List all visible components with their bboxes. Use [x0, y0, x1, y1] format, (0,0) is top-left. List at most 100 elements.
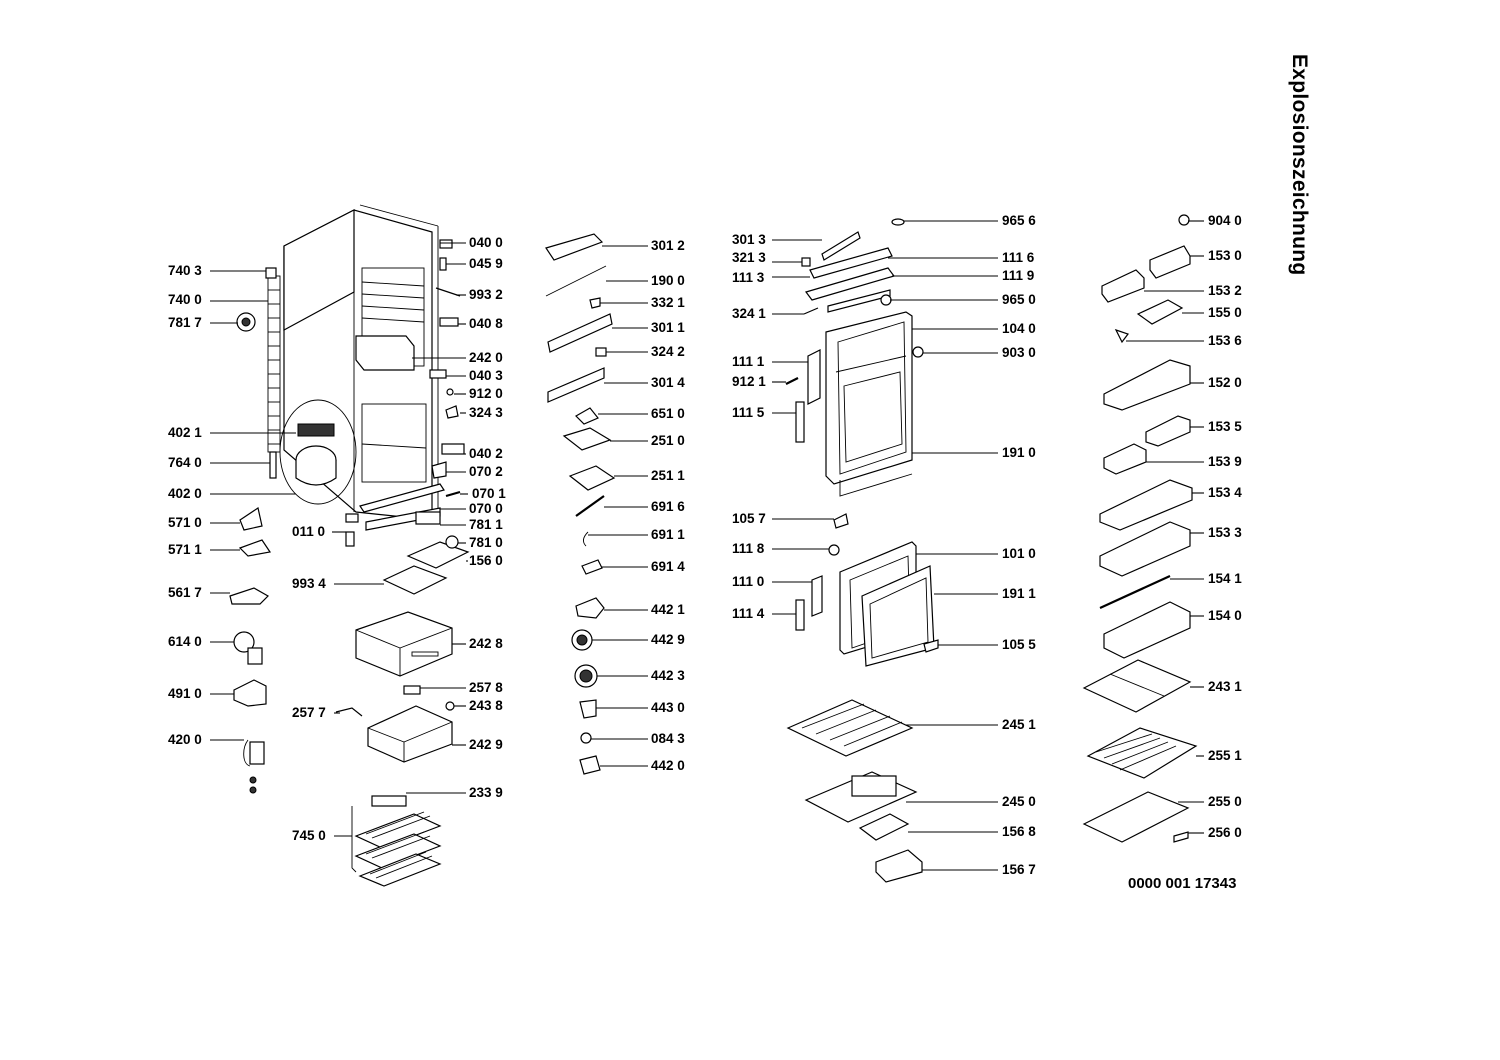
part-number-label: 781 7	[168, 315, 202, 330]
part-number-label: 781 0	[469, 535, 503, 550]
part-number-label: 332 1	[651, 295, 685, 310]
part-number-label: 903 0	[1002, 345, 1036, 360]
part-number-label: 301 1	[651, 320, 685, 335]
part-number-label: 111 1	[732, 354, 765, 369]
part-number-label: 153 0	[1208, 248, 1242, 263]
part-number-label: 257 7	[292, 705, 326, 720]
door-shelves-drawing	[1082, 214, 1198, 843]
part-number-label: 242 8	[469, 636, 503, 651]
part-number-label: 156 7	[1002, 862, 1036, 877]
part-number-label: 691 1	[651, 527, 685, 542]
part-number-label: 111 3	[732, 270, 765, 285]
part-number-label: 993 2	[469, 287, 503, 302]
part-number-label: 965 6	[1002, 213, 1036, 228]
part-number-label: 257 8	[469, 680, 503, 695]
part-number-label: 105 7	[732, 511, 766, 526]
part-number-label: 152 0	[1208, 375, 1242, 390]
part-number-label: 251 0	[651, 433, 685, 448]
part-number-label: 256 0	[1208, 825, 1242, 840]
part-number-label: 301 4	[651, 375, 685, 390]
controls-drawing	[545, 233, 616, 775]
page-title: Explosionszeichnung	[1288, 54, 1311, 276]
part-number-label: 324 2	[651, 344, 685, 359]
part-number-label: 111 4	[732, 606, 765, 621]
part-number-label: 442 9	[651, 632, 685, 647]
part-number-label: 243 8	[469, 698, 503, 713]
part-number-label: 242 0	[469, 350, 503, 365]
part-number-label: 745 0	[292, 828, 326, 843]
part-number-label: 420 0	[168, 732, 202, 747]
part-number-label: 070 2	[469, 464, 503, 479]
part-number-label: 764 0	[168, 455, 202, 470]
part-number-label: 233 9	[469, 785, 503, 800]
part-number-label: 691 6	[651, 499, 685, 514]
part-number-label: 321 3	[732, 250, 766, 265]
part-number-label: 155 0	[1208, 305, 1242, 320]
part-number-label: 040 2	[469, 446, 503, 461]
part-number-label: 691 4	[651, 559, 685, 574]
part-number-label: 245 1	[1002, 717, 1036, 732]
part-number-label: 070 1	[472, 486, 506, 501]
part-number-label: 111 8	[732, 541, 765, 556]
part-number-label: 781 1	[469, 517, 503, 532]
part-number-label: 965 0	[1002, 292, 1036, 307]
part-number-label: 070 0	[469, 501, 503, 516]
part-number-label: 242 9	[469, 737, 503, 752]
part-number-label: 442 3	[651, 668, 685, 683]
part-number-label: 101 0	[1002, 546, 1036, 561]
part-number-label: 084 3	[651, 731, 685, 746]
document-number: 0000 001 17343	[1128, 875, 1237, 892]
part-number-label: 154 0	[1208, 608, 1242, 623]
part-number-label: 045 9	[469, 256, 503, 271]
part-number-label: 245 0	[1002, 794, 1036, 809]
part-number-label: 324 3	[469, 405, 503, 420]
part-number-label: 651 0	[651, 406, 685, 421]
part-number-label: 153 6	[1208, 333, 1242, 348]
part-number-label: 561 7	[168, 585, 202, 600]
part-number-label: 153 3	[1208, 525, 1242, 540]
doors-drawing	[785, 218, 939, 883]
part-number-label: 156 8	[1002, 824, 1036, 839]
part-number-label: 111 0	[732, 574, 764, 589]
part-number-label: 104 0	[1002, 321, 1036, 336]
part-number-label: 255 1	[1208, 748, 1242, 763]
part-number-label: 153 5	[1208, 419, 1242, 434]
part-number-label: 740 3	[168, 263, 202, 278]
part-number-label: 156 0	[469, 553, 503, 568]
part-number-label: 904 0	[1208, 213, 1242, 228]
part-number-label: 040 8	[469, 316, 503, 331]
part-number-label: 153 9	[1208, 454, 1242, 469]
part-number-label: 571 0	[168, 515, 202, 530]
part-number-label: 402 1	[168, 425, 202, 440]
part-number-label: 111 5	[732, 405, 765, 420]
part-number-label: 191 1	[1002, 586, 1036, 601]
cabinet-drawing	[229, 204, 470, 887]
part-number-label: 443 0	[651, 700, 685, 715]
part-number-label: 040 3	[469, 368, 503, 383]
part-number-label: 442 1	[651, 602, 685, 617]
part-number-label: 301 3	[732, 232, 766, 247]
part-number-label: 251 1	[651, 468, 685, 483]
part-number-label: 993 4	[292, 576, 326, 591]
part-number-label: 442 0	[651, 758, 685, 773]
part-number-label: 402 0	[168, 486, 202, 501]
part-number-label: 243 1	[1208, 679, 1242, 694]
part-number-label: 154 1	[1208, 571, 1242, 586]
part-number-label: 191 0	[1002, 445, 1036, 460]
part-number-label: 111 9	[1002, 268, 1034, 283]
part-number-label: 740 0	[168, 292, 202, 307]
part-number-label: 105 5	[1002, 637, 1036, 652]
part-number-label: 301 2	[651, 238, 685, 253]
part-number-label: 011 0	[292, 524, 325, 539]
part-number-label: 912 1	[732, 374, 766, 389]
part-number-label: 912 0	[469, 386, 503, 401]
part-number-label: 111 6	[1002, 250, 1035, 265]
part-number-label: 190 0	[651, 273, 685, 288]
part-number-label: 040 0	[469, 235, 503, 250]
part-number-label: 491 0	[168, 686, 202, 701]
part-number-label: 324 1	[732, 306, 766, 321]
part-number-label: 255 0	[1208, 794, 1242, 809]
callouts: 040 0 045 9 740 3 993 2 740 0 781 7 040 8 242 0…	[168, 213, 1242, 877]
